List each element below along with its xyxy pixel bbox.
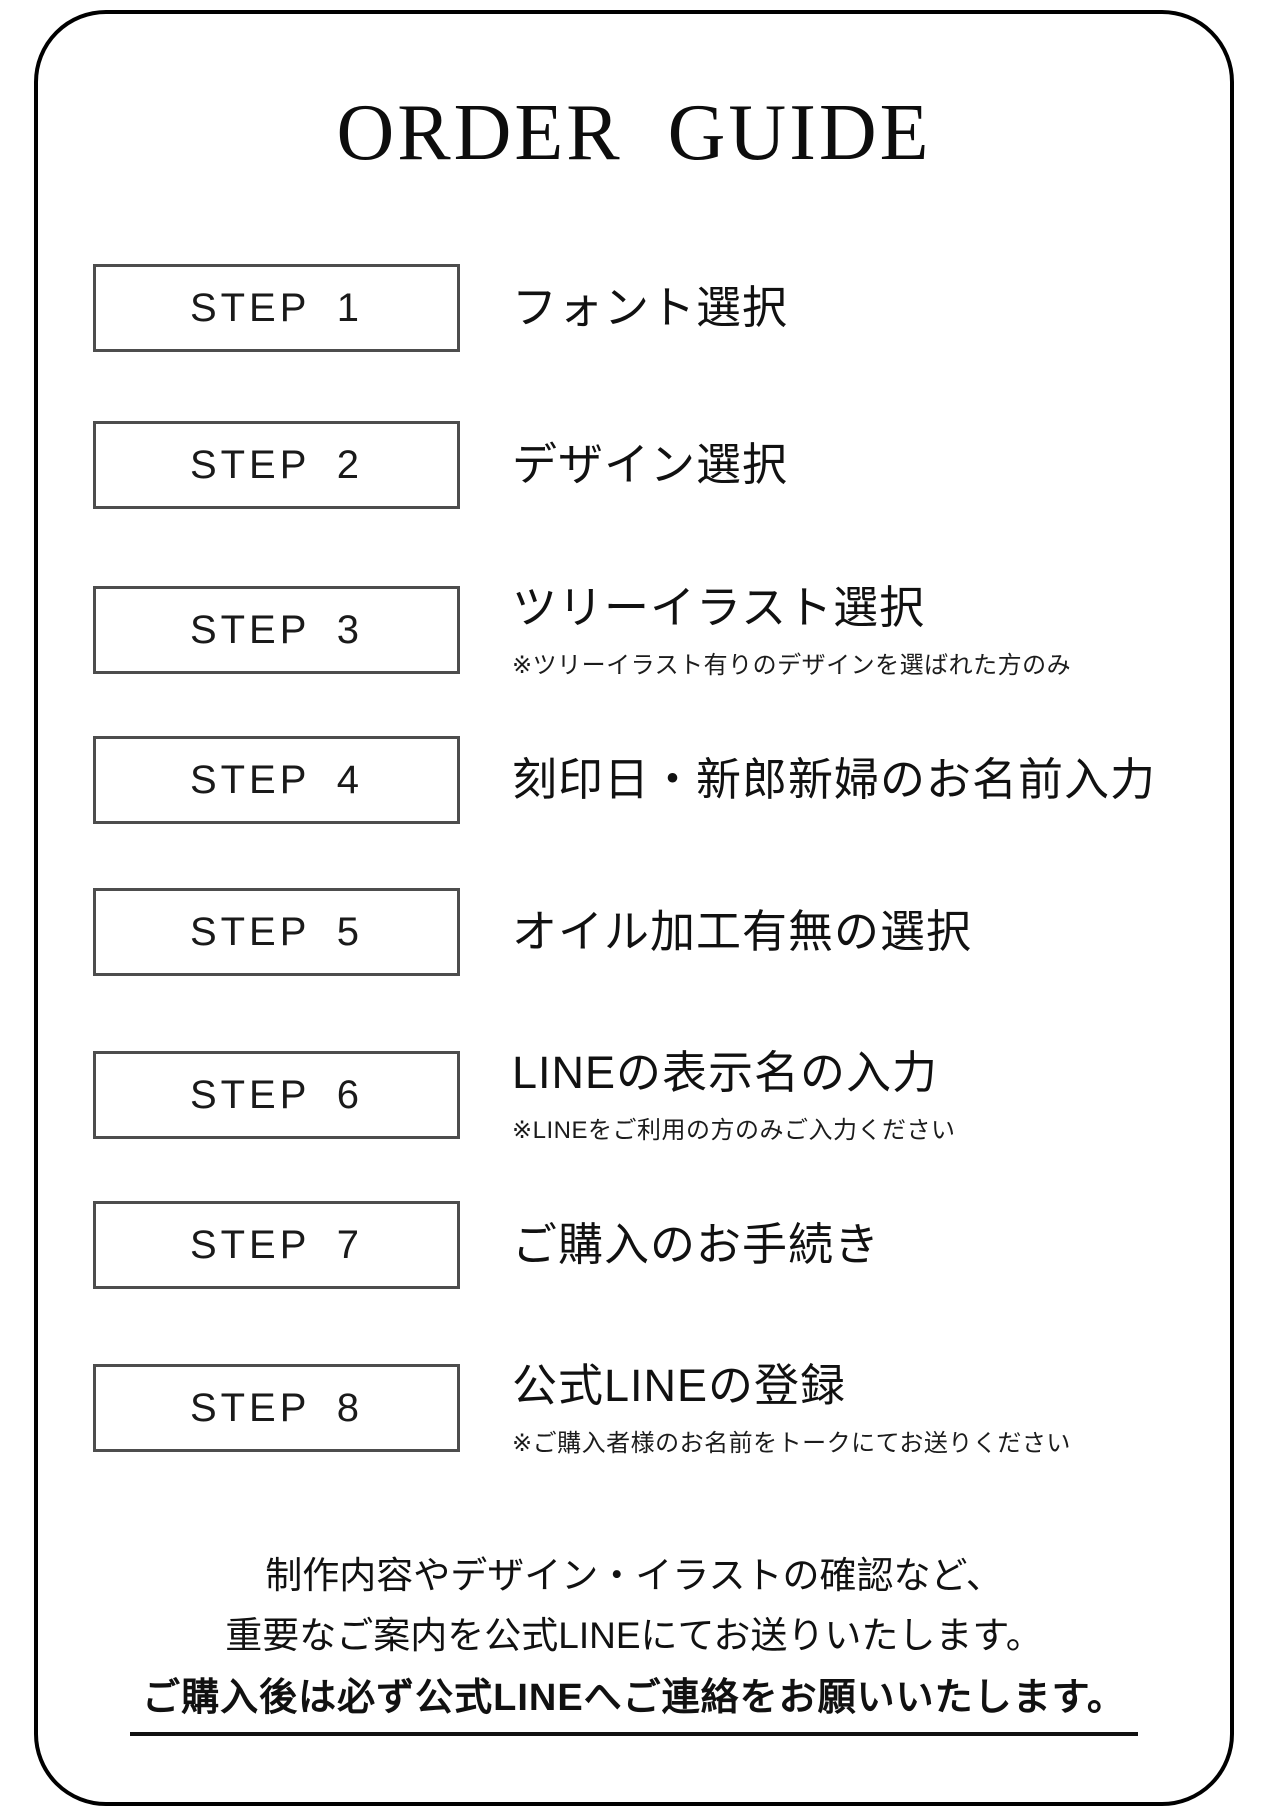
step-row-5: STEP 5 オイル加工有無の選択: [93, 888, 972, 976]
step-box-2: STEP 2: [93, 421, 460, 509]
step-row-4: STEP 4 刻印日・新郎新婦のお名前入力: [93, 736, 1156, 824]
step-text-3: ツリーイラスト選択 ※ツリーイラスト有りのデザインを選ばれた方のみ: [512, 580, 1071, 680]
step-row-6: STEP 6 LINEの表示名の入力 ※LINEをご利用の方のみご入力ください: [93, 1045, 955, 1145]
step-label: STEP 6: [189, 1072, 364, 1117]
step-title: ツリーイラスト選択: [512, 582, 926, 633]
step-text-7: ご購入のお手続き: [512, 1217, 880, 1273]
step-label: STEP 7: [189, 1222, 364, 1267]
step-label: STEP 8: [189, 1385, 364, 1430]
footer-notice: 制作内容やデザイン・イラストの確認など、 重要なご案内を公式LINEにてお送りい…: [34, 1546, 1234, 1736]
step-box-1: STEP 1: [93, 264, 460, 352]
step-title: オイル加工有無の選択: [512, 905, 973, 957]
step-note: ※ツリーイラスト有りのデザインを選ばれた方のみ: [512, 652, 1072, 680]
footer-line-3-emphasis: ご購入後は必ず公式LINEへご連絡をお願いいたします。: [130, 1674, 1138, 1736]
footer-line-1: 制作内容やデザイン・イラストの確認など、: [265, 1555, 1003, 1596]
step-title: ご購入のお手続き: [512, 1218, 881, 1270]
step-text-8: 公式LINEの登録 ※ご購入者様のお名前をトークにてお送りください: [512, 1358, 1071, 1458]
step-title: フォント選択: [512, 281, 789, 333]
footer-line-2: 重要なご案内を公式LINEにてお送りいたします。: [225, 1615, 1043, 1656]
step-text-5: オイル加工有無の選択: [512, 904, 972, 960]
step-box-5: STEP 5: [93, 888, 460, 976]
step-label: STEP 1: [189, 285, 364, 330]
step-title: 公式LINEの登録: [512, 1360, 847, 1411]
step-label: STEP 2: [189, 442, 364, 487]
page-title: ORDER GUIDE: [336, 89, 932, 177]
step-box-4: STEP 4: [93, 736, 460, 824]
step-text-4: 刻印日・新郎新婦のお名前入力: [512, 752, 1156, 808]
step-row-3: STEP 3 ツリーイラスト選択 ※ツリーイラスト有りのデザインを選ばれた方のみ: [93, 580, 1071, 680]
step-label: STEP 3: [189, 607, 364, 652]
step-label: STEP 5: [189, 909, 364, 954]
step-row-1: STEP 1 フォント選択: [93, 264, 788, 352]
step-row-2: STEP 2 デザイン選択: [93, 421, 788, 509]
step-box-6: STEP 6: [93, 1051, 460, 1140]
step-row-8: STEP 8 公式LINEの登録 ※ご購入者様のお名前をトークにてお送りください: [93, 1358, 1071, 1458]
step-row-7: STEP 7 ご購入のお手続き: [93, 1201, 880, 1289]
step-note: ※ご購入者様のお名前をトークにてお送りください: [512, 1430, 1071, 1458]
step-label: STEP 4: [189, 757, 364, 802]
step-box-7: STEP 7: [93, 1201, 460, 1289]
step-note: ※LINEをご利用の方のみご入力ください: [512, 1117, 956, 1145]
step-text-2: デザイン選択: [512, 437, 788, 493]
step-title: デザイン選択: [512, 438, 789, 490]
step-box-8: STEP 8: [93, 1364, 460, 1453]
step-text-1: フォント選択: [512, 280, 788, 336]
step-title: LINEの表示名の入力: [512, 1047, 939, 1098]
step-box-3: STEP 3: [93, 586, 460, 675]
step-text-6: LINEの表示名の入力 ※LINEをご利用の方のみご入力ください: [512, 1045, 955, 1145]
step-title: 刻印日・新郎新婦のお名前入力: [512, 753, 1157, 805]
